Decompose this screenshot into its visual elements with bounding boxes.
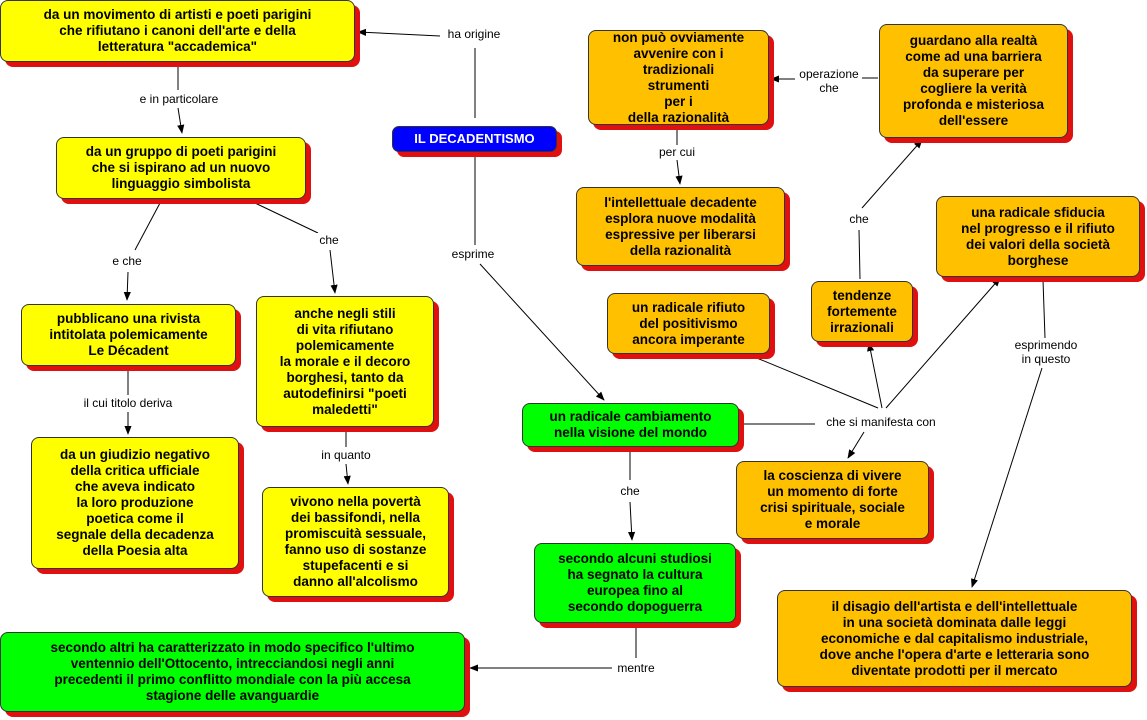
node-tendenze: tendenze fortemente irrazionali	[811, 281, 913, 342]
link-label-che-poeti: che	[316, 233, 342, 247]
link-label-che-tendenze: che	[846, 212, 872, 226]
link-line	[861, 139, 923, 209]
link-line	[867, 342, 883, 409]
link-label-in-quanto: in quanto	[318, 448, 374, 462]
node-rifiuto-positivismo: un radicale rifiuto del positivismo anco…	[607, 293, 770, 354]
node-rivista: pubblicano una rivista intitolata polemi…	[21, 304, 236, 366]
node-poeti-parigini: da un gruppo di poeti parigini che si is…	[56, 137, 306, 199]
node-studiosi: secondo alcuni studiosi ha segnato la cu…	[534, 543, 736, 623]
node-cambiamento: un radicale cambiamento nella visione de…	[522, 403, 739, 447]
node-poverta: vivono nella povertà dei bassifondi, nel…	[262, 487, 449, 597]
link-label-per-cui: per cui	[655, 145, 699, 159]
link-line	[675, 159, 683, 185]
link-line	[357, 28, 441, 37]
node-secondo-altri: secondo altri ha caratterizzato in modo …	[0, 632, 465, 712]
link-line	[123, 271, 131, 301]
link-line	[734, 348, 879, 409]
link-line	[329, 249, 338, 294]
node-intellettuale: l'intellettuale decadente esplora nuove …	[576, 187, 785, 266]
link-line	[971, 367, 1043, 588]
node-stili-di-vita: anche negli stili di vita rifiutano pole…	[256, 296, 434, 427]
link-line	[479, 263, 605, 401]
link-line	[134, 202, 161, 251]
node-giudizio: da un giudizio negativo della critica uf…	[31, 437, 239, 569]
node-guardano: guardano alla realtà come ad una barrier…	[879, 24, 1068, 138]
link-label-che-studiosi: che	[617, 484, 643, 498]
link-line	[343, 463, 351, 485]
link-label-titolo: il cui titolo deriva	[80, 396, 176, 410]
link-line	[177, 107, 185, 134]
link-label-e-che: e che	[109, 254, 145, 268]
node-sfiducia: una radicale sfiducia nel progresso e il…	[936, 196, 1140, 277]
link-label-esprimendo: esprimendo in questo	[1011, 338, 1081, 366]
node-non-puo: non può ovviamente avvenire con i tradiz…	[588, 30, 769, 125]
node-coscienza: la coscienza di vivere un momento di for…	[736, 461, 929, 539]
link-label-si-manifesta: che si manifesta con	[823, 415, 939, 429]
central-node-decadentismo: IL DECADENTISMO	[392, 126, 557, 152]
link-line	[254, 202, 319, 234]
link-label-operazione-che: operazione che	[796, 67, 862, 95]
link-label-esprime: esprime	[448, 247, 498, 261]
link-line	[858, 229, 861, 280]
link-label-e-in-particolare: e in particolare	[136, 92, 222, 106]
node-disagio: il disagio dell'artista e dell'intellett…	[777, 590, 1132, 687]
link-line	[885, 277, 1001, 409]
link-label-ha-origine: ha origine	[444, 27, 504, 41]
link-line	[847, 431, 865, 459]
node-origine: da un movimento di artisti e poeti parig…	[0, 0, 355, 62]
link-line	[627, 501, 636, 541]
link-line	[1042, 279, 1046, 339]
link-label-mentre: mentre	[614, 661, 658, 675]
